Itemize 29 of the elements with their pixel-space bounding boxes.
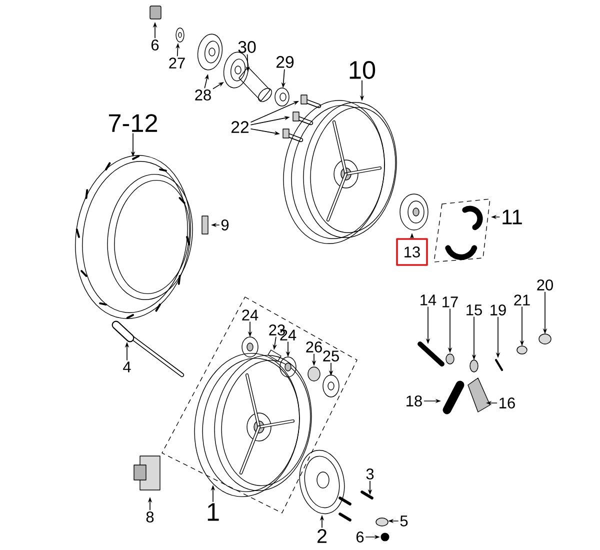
callout-number: 10 (350, 61, 376, 79)
callout-number: 16 (500, 398, 515, 408)
callout-number: 17 (442, 296, 458, 308)
callout-number: 26 (306, 342, 322, 352)
callout-number: 19 (490, 304, 506, 316)
callout-number: 27 (169, 58, 185, 68)
callout-number: 9 (221, 220, 229, 230)
callout-number: 28 (195, 90, 211, 100)
callout-number: 21 (514, 294, 530, 306)
callout-number: 7-12 (108, 114, 158, 132)
callout-number: 11 (502, 210, 522, 224)
callout-number: 18 (406, 396, 422, 406)
callout-number: 29 (276, 56, 294, 68)
callout-number: 15 (466, 304, 482, 316)
callout-number: 8 (146, 512, 154, 522)
highlighted-callout-number: 13 (396, 238, 428, 266)
callout-number: 5 (400, 516, 408, 526)
callout-number: 3 (366, 468, 374, 480)
callout-number: 1 (208, 503, 219, 521)
callout-number: 25 (323, 350, 339, 362)
callout-number: 6 (152, 40, 159, 50)
callout-number: 20 (537, 280, 553, 290)
callout-number: 24 (242, 310, 258, 320)
callout-number: 30 (238, 41, 256, 53)
callout-number: 14 (420, 294, 436, 306)
callout-number: 4 (123, 362, 131, 372)
callout-number: 6 (356, 532, 364, 542)
callout-number: 2 (318, 529, 326, 543)
callout-number: 22 (231, 121, 249, 133)
